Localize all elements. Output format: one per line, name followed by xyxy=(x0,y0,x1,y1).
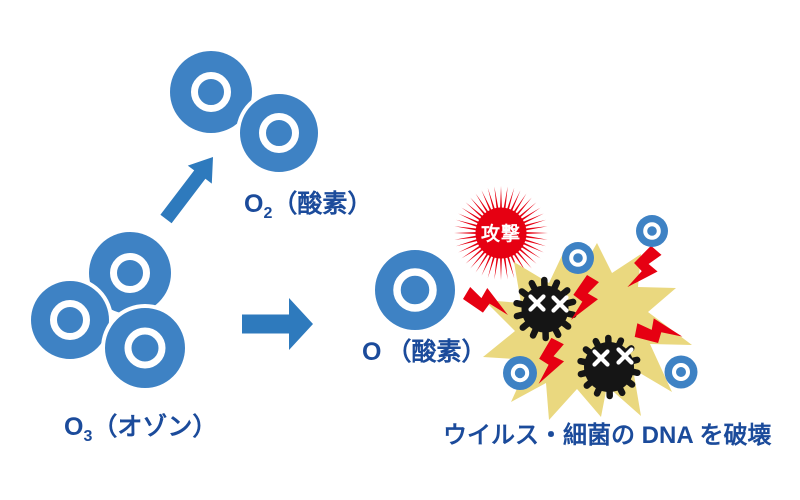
oxygen-atom xyxy=(89,232,171,314)
burst-spikes xyxy=(454,186,548,280)
oxygen-o-label: O（酸素） xyxy=(362,337,486,366)
attack-burst-icon: 攻撃 xyxy=(454,186,548,280)
oxygen-molecule-icon xyxy=(170,51,322,176)
oxygen-bubble-icon xyxy=(664,355,698,389)
oxygen-o2-label: O2（酸素） xyxy=(244,189,372,222)
oxygen-atom xyxy=(236,90,322,176)
oxygen-bubble-icon xyxy=(636,215,668,247)
virus-icon xyxy=(513,276,577,342)
oxygen-atom xyxy=(27,277,113,363)
virus-icon xyxy=(577,334,641,400)
virus-dead-eye xyxy=(592,347,634,367)
oxygen-atom xyxy=(170,51,252,133)
oxygen-bubble-icon xyxy=(562,242,594,274)
virus-dead-eye xyxy=(528,294,569,313)
ozone-label: O3（オゾン） xyxy=(64,412,217,445)
ozone-molecule-icon xyxy=(27,232,189,392)
arrow-right-icon xyxy=(242,298,313,350)
lightning-icon xyxy=(461,284,512,317)
burst-core xyxy=(475,207,527,259)
arrow-up-right-icon xyxy=(160,157,213,224)
oxygen-atom xyxy=(101,304,189,392)
single-oxygen-icon xyxy=(371,246,459,334)
result-label: ウイルス・細菌の DNA を破壊 xyxy=(443,422,771,449)
attack-label: 攻撃 xyxy=(481,222,521,245)
oxygen-bubble-icon xyxy=(503,356,537,390)
